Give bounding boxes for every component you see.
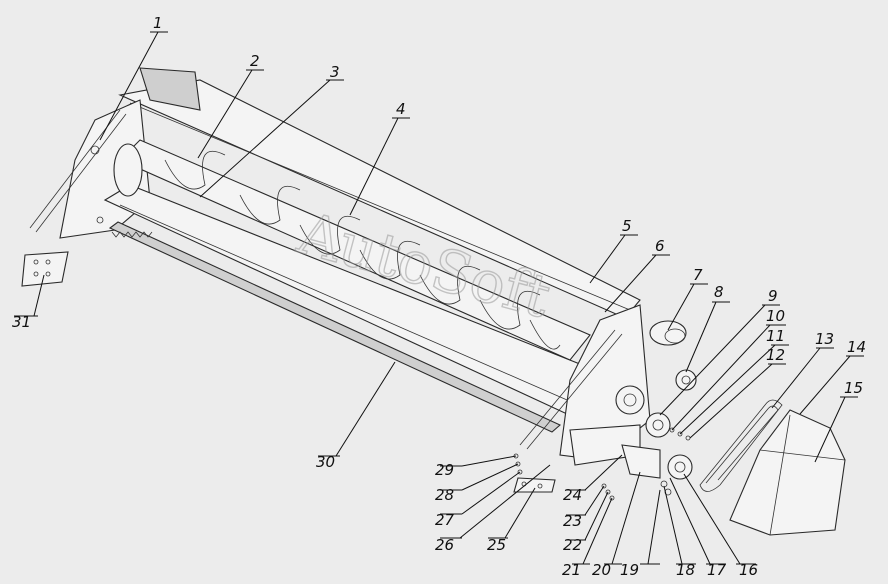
callout-11: 11 bbox=[766, 327, 785, 345]
frame-rear-beam bbox=[118, 67, 641, 319]
drive-belt bbox=[699, 399, 783, 492]
callout-26: 26 bbox=[435, 536, 454, 554]
callout-27: 27 bbox=[435, 511, 455, 529]
callout-5: 5 bbox=[622, 217, 632, 235]
callout-layer: 1 2 3 4 5 6 7 8 9 10 bbox=[12, 14, 866, 579]
callout-25: 25 bbox=[487, 536, 506, 554]
callout-7: 7 bbox=[693, 266, 703, 284]
callout-28: 28 bbox=[435, 486, 454, 504]
right-plate bbox=[513, 477, 556, 493]
callout-9: 9 bbox=[768, 287, 778, 305]
callout-3: 3 bbox=[330, 63, 340, 81]
callout-18: 18 bbox=[676, 561, 695, 579]
left-plate bbox=[21, 251, 69, 287]
callout-4: 4 bbox=[396, 100, 406, 118]
callout-1: 1 bbox=[153, 14, 163, 32]
callout-2: 2 bbox=[250, 52, 260, 70]
callout-24: 24 bbox=[563, 486, 582, 504]
callout-19: 19 bbox=[620, 561, 639, 579]
callout-14: 14 bbox=[847, 338, 866, 356]
callout-15: 15 bbox=[844, 379, 863, 397]
callout-12: 12 bbox=[766, 346, 785, 364]
callout-6: 6 bbox=[655, 237, 665, 255]
callout-31: 31 bbox=[12, 313, 31, 331]
auger bbox=[113, 139, 591, 361]
drive-parts bbox=[621, 320, 697, 496]
callout-20: 20 bbox=[592, 561, 611, 579]
callout-23: 23 bbox=[563, 512, 582, 530]
callout-29: 29 bbox=[435, 461, 454, 479]
belt-guard bbox=[729, 409, 846, 536]
right-side-assembly bbox=[519, 304, 651, 466]
cutter-bar bbox=[108, 221, 562, 433]
callout-17: 17 bbox=[707, 561, 727, 579]
callout-30: 30 bbox=[316, 453, 335, 471]
callout-8: 8 bbox=[714, 283, 724, 301]
callout-21: 21 bbox=[562, 561, 581, 579]
callout-22: 22 bbox=[563, 536, 582, 554]
callout-13: 13 bbox=[815, 330, 834, 348]
callout-10: 10 bbox=[766, 307, 785, 325]
callout-16: 16 bbox=[739, 561, 758, 579]
